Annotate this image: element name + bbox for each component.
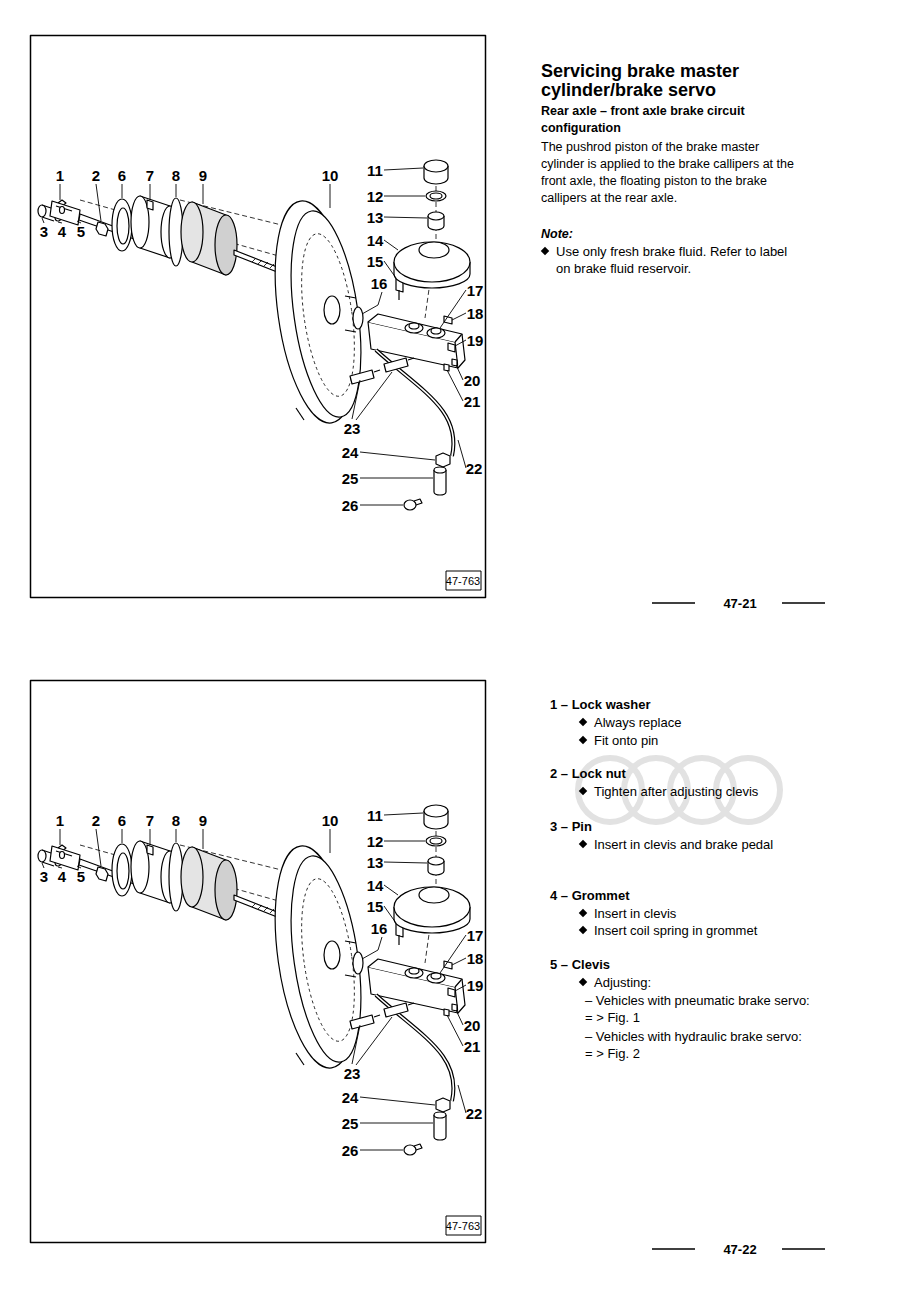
bullet-text: – Vehicles with pneumatic brake servo: =… bbox=[585, 992, 810, 1026]
callout-number: 16 bbox=[371, 276, 388, 291]
bullet-text: Adjusting: bbox=[594, 974, 824, 991]
bullet-text: Tighten after adjusting clevis bbox=[594, 783, 824, 800]
bullet-text: Always replace bbox=[594, 714, 824, 731]
callout-number: 23 bbox=[344, 1066, 361, 1081]
callout-number: 9 bbox=[199, 168, 207, 183]
callout-number: 20 bbox=[464, 373, 481, 388]
callout-number: 5 bbox=[77, 224, 85, 239]
bullet-text: Insert in clevis bbox=[594, 905, 824, 922]
page-number: 47-21 bbox=[723, 595, 756, 612]
bullet-diamond bbox=[579, 978, 587, 986]
callout-number: 24 bbox=[342, 1090, 359, 1105]
callout-number: 9 bbox=[199, 813, 207, 828]
callout-number: 15 bbox=[367, 254, 384, 269]
page-number: 47-22 bbox=[723, 1241, 756, 1258]
callout-number: 11 bbox=[367, 808, 383, 823]
bullet-text: Use only fresh brake fluid. Refer to lab… bbox=[556, 243, 801, 277]
callout-number: 8 bbox=[172, 168, 180, 183]
item-heading: 5 – Clevis bbox=[550, 956, 610, 973]
callout-number: 4 bbox=[58, 869, 66, 884]
callout-number: 21 bbox=[464, 394, 481, 409]
bullet-diamond bbox=[579, 718, 587, 726]
callout-number: 22 bbox=[466, 461, 483, 476]
exploded-view bbox=[31, 681, 486, 1243]
callout-number: 17 bbox=[467, 283, 484, 298]
callout-number: 10 bbox=[322, 168, 339, 183]
bullet-diamond bbox=[579, 840, 587, 848]
callout-number: 15 bbox=[367, 899, 384, 914]
callout-number: 13 bbox=[367, 855, 384, 870]
callout-number: 8 bbox=[172, 813, 180, 828]
callout-number: 7 bbox=[146, 813, 154, 828]
bullet-text: Insert coil spring in grommet bbox=[594, 922, 824, 939]
callout-number: 11 bbox=[367, 163, 383, 178]
callout-number: 12 bbox=[367, 189, 384, 204]
callout-number: 3 bbox=[40, 224, 48, 239]
callout-number: 14 bbox=[367, 233, 384, 248]
bullet-text: Fit onto pin bbox=[594, 732, 824, 749]
callout-number: 25 bbox=[342, 471, 359, 486]
callout-number: 4 bbox=[58, 224, 66, 239]
callout-number: 17 bbox=[467, 928, 484, 943]
item-heading: 3 – Pin bbox=[550, 818, 592, 835]
bullet-diamond bbox=[579, 736, 587, 744]
callout-number: 1 bbox=[56, 168, 64, 183]
bullet-text: – Vehicles with hydraulic brake servo: =… bbox=[585, 1028, 810, 1062]
item-heading: 4 – Grommet bbox=[550, 887, 629, 904]
figure-number: 47-763 bbox=[446, 1221, 480, 1232]
callout-number: 19 bbox=[467, 333, 484, 348]
callout-number: 18 bbox=[467, 951, 484, 966]
callout-number: 6 bbox=[118, 168, 126, 183]
section-heading: Rear axle – front axle brake circuit con… bbox=[541, 103, 791, 137]
callout-number: 14 bbox=[367, 878, 384, 893]
callout-number: 2 bbox=[92, 168, 100, 183]
page-title: Servicing brake master cylinder/brake se… bbox=[541, 62, 826, 100]
callout-number: 22 bbox=[466, 1106, 483, 1121]
callout-number: 10 bbox=[322, 813, 339, 828]
note-heading: Note: bbox=[541, 226, 573, 243]
body-text: The pushrod piston of the brake master c… bbox=[541, 139, 796, 207]
figure-number: 47-763 bbox=[446, 576, 480, 587]
bullet-text: Insert in clevis and brake pedal bbox=[594, 836, 824, 853]
callout-number: 7 bbox=[146, 168, 154, 183]
exploded-view bbox=[31, 36, 486, 598]
bullet-diamond bbox=[579, 909, 587, 917]
callout-number: 19 bbox=[467, 978, 484, 993]
callout-number: 24 bbox=[342, 445, 359, 460]
item-heading: 1 – Lock washer bbox=[550, 696, 650, 713]
callout-number: 12 bbox=[367, 834, 384, 849]
callout-number: 18 bbox=[467, 306, 484, 321]
callout-number: 2 bbox=[92, 813, 100, 828]
callout-number: 26 bbox=[342, 498, 359, 513]
callout-number: 20 bbox=[464, 1018, 481, 1033]
callout-number: 25 bbox=[342, 1116, 359, 1131]
bullet-diamond bbox=[579, 926, 587, 934]
callout-number: 1 bbox=[56, 813, 64, 828]
callout-number: 3 bbox=[40, 869, 48, 884]
callout-number: 5 bbox=[77, 869, 85, 884]
callout-number: 6 bbox=[118, 813, 126, 828]
callout-number: 13 bbox=[367, 210, 384, 225]
callout-number: 26 bbox=[342, 1143, 359, 1158]
item-heading: 2 – Lock nut bbox=[550, 765, 626, 782]
callout-number: 23 bbox=[344, 421, 361, 436]
callout-number: 21 bbox=[464, 1039, 481, 1054]
bullet-diamond bbox=[541, 247, 549, 255]
callout-number: 16 bbox=[371, 921, 388, 936]
